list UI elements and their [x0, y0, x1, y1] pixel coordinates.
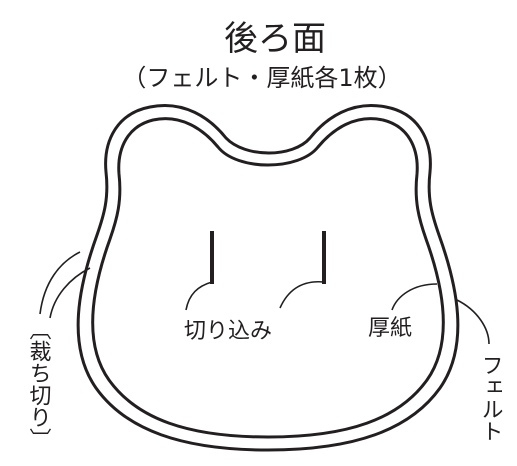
slits-label: 切り込み [184, 319, 272, 344]
slit-leader-left [185, 281, 213, 311]
diagram-title: 後ろ面 [224, 19, 326, 59]
cut-off-label: 〔裁ち切り〕 [26, 318, 52, 450]
cut-leader-inner [49, 267, 91, 319]
diagram-subtitle: （フェルト・厚紙各1枚） [122, 64, 401, 92]
cut-leader-outer [39, 251, 81, 315]
cardboard-leader [391, 283, 438, 311]
felt-leader [456, 299, 490, 345]
felt-outline [76, 104, 460, 452]
cardboard-label: 厚紙 [368, 316, 412, 341]
felt-label: フェルト [478, 354, 503, 442]
slit-leader-right [279, 281, 325, 309]
cardboard-outline [91, 117, 445, 439]
